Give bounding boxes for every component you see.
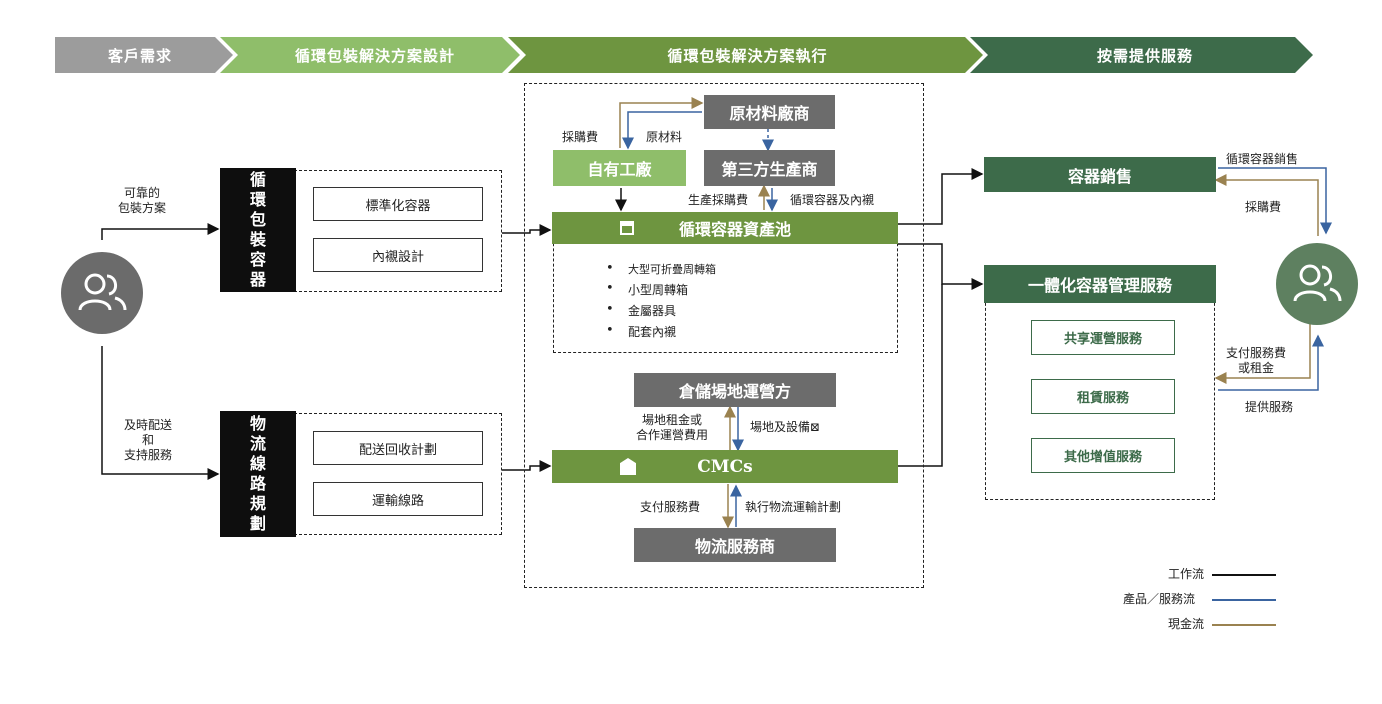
container-lining-label: 循環容器及內襯 — [790, 193, 875, 207]
users-icon — [1293, 264, 1342, 302]
asset-pool-header: 循環容器資產池 — [552, 212, 898, 244]
asset-pool-title: 循環容器資產池 — [678, 220, 791, 239]
pool-item: 配套內襯 — [606, 323, 676, 340]
stage-design: 循環包裝解決方案設計 — [294, 46, 455, 65]
transport-route-box: 運輸線路 — [313, 482, 483, 516]
asset-pool-icon — [620, 221, 634, 235]
pay-rent-label: 支付服務費或租金 — [1226, 346, 1287, 375]
rent-label: 場地租金或合作運營費用 — [636, 413, 709, 442]
production-fee-label: 生產採購費 — [688, 193, 749, 207]
purchase-fee-label: 採購費 — [562, 130, 599, 144]
container-sales-box: 容器銷售 — [984, 157, 1216, 192]
customer-avatar — [61, 252, 143, 334]
reliable-packaging-label: 可靠的包裝方案 — [118, 186, 167, 215]
pay-service-label: 支付服務費 — [640, 500, 701, 514]
delivery-recycle-plan-box: 配送回收計劃 — [313, 431, 483, 465]
cmcs-box: CMCs — [552, 450, 898, 483]
container-sales-label: 循環容器銷售 — [1226, 152, 1299, 166]
users-icon — [78, 273, 127, 311]
raw-material-supplier-box: 原材料廠商 — [704, 95, 835, 129]
legend-workflow: 工作流 — [1168, 567, 1205, 581]
legend-product-flow: 產品／服務流 — [1123, 592, 1196, 606]
circular-container-title: 循環包裝容器 — [220, 168, 296, 292]
raw-material-label: 原材料 — [646, 130, 683, 144]
venue-equipment-label: 場地及設備⊠ — [750, 420, 821, 434]
logistics-provider-box: 物流服務商 — [634, 528, 836, 562]
asset-pool-group — [553, 228, 898, 353]
pool-item: 大型可折疊周轉箱 — [606, 261, 716, 277]
pool-item: 小型周轉箱 — [606, 281, 688, 298]
execution-group — [524, 83, 924, 588]
cmcs-title: CMCs — [697, 456, 753, 477]
lining-design-box: 內襯設計 — [313, 238, 483, 272]
third-party-producer-box: 第三方生產商 — [704, 150, 835, 186]
delivery-support-label: 及時配送和支持服務 — [124, 418, 173, 462]
legend-cash-flow: 現金流 — [1168, 617, 1205, 631]
stage-customer-demand: 客戶需求 — [107, 46, 172, 65]
logistics-plan-label: 執行物流運輸計劃 — [745, 500, 842, 514]
pool-item: 金屬器具 — [606, 302, 676, 319]
own-factory-box: 自有工廠 — [553, 150, 686, 186]
warehouse-icon — [620, 458, 636, 475]
standard-container-box: 標準化容器 — [313, 187, 483, 221]
integrated-service-box: 一體化容器管理服務 — [984, 265, 1216, 303]
logistics-planning-title: 物流線路規劃 — [220, 411, 296, 537]
purchase-fee-right-label: 採購費 — [1245, 200, 1282, 214]
warehouse-operator-box: 倉儲場地運營方 — [634, 373, 836, 407]
stage-on-demand-service: 按需提供服務 — [1096, 46, 1193, 65]
leasing-service-box: 租賃服務 — [1031, 379, 1175, 414]
shared-operation-box: 共享運營服務 — [1031, 320, 1175, 355]
client-avatar — [1276, 243, 1358, 325]
provide-service-label: 提供服務 — [1245, 400, 1294, 414]
stage-execution: 循環包裝解決方案執行 — [667, 46, 828, 65]
value-added-service-box: 其他增值服務 — [1031, 438, 1175, 473]
